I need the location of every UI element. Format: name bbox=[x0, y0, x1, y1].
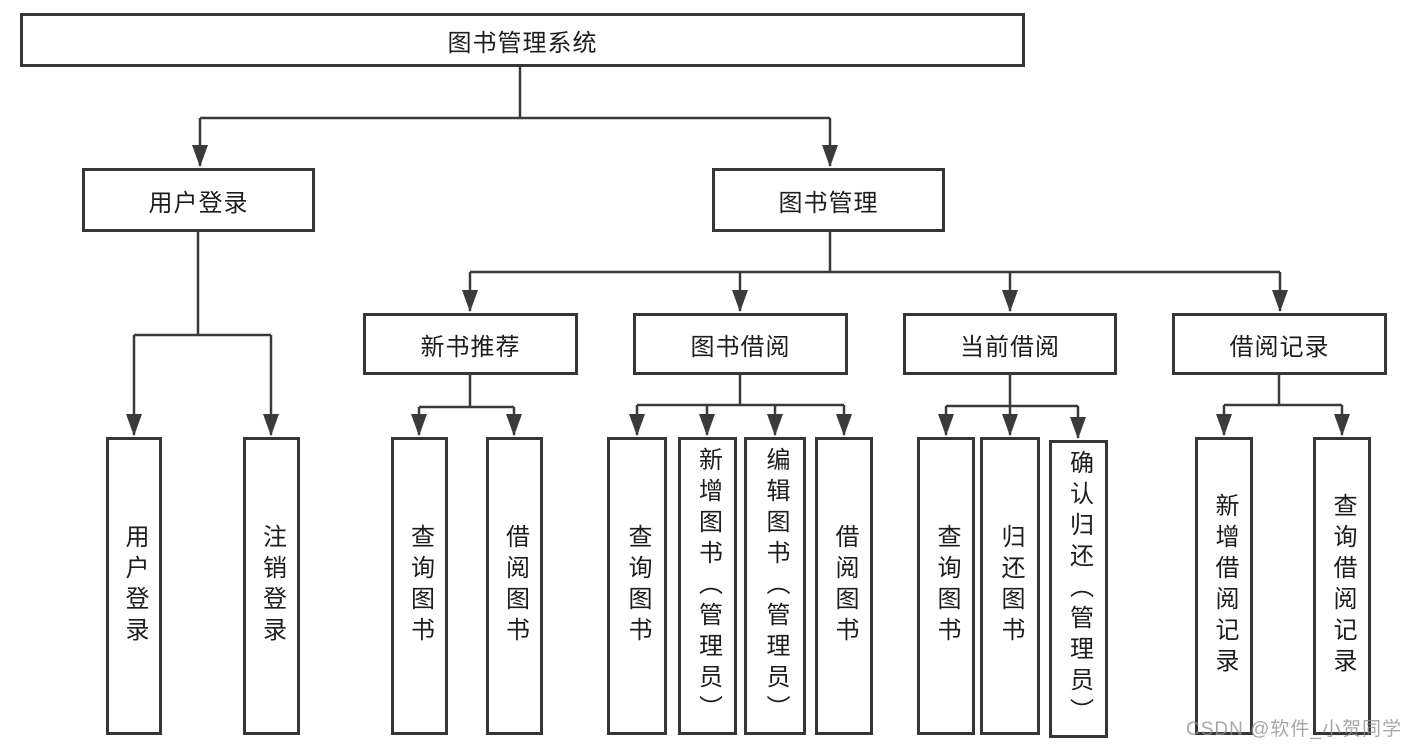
connector-records bbox=[1224, 375, 1342, 407]
node-user-login: 用户登录 bbox=[82, 168, 315, 232]
leaf-current-query-label: 查询图书 bbox=[933, 524, 960, 648]
leaf-current-query: 查询图书 bbox=[917, 437, 975, 735]
connector-new-books bbox=[419, 375, 514, 409]
leaf-borrow-borrow-label: 借阅图书 bbox=[831, 524, 858, 648]
node-book-mgmt: 图书管理 bbox=[712, 168, 945, 232]
node-user-login-label: 用户登录 bbox=[148, 189, 249, 217]
leaf-borrow-add-label: 新增图书（管理员） bbox=[694, 446, 722, 726]
leaf-newbooks-borrow: 借阅图书 bbox=[486, 437, 543, 735]
leaf-user-login: 用户登录 bbox=[106, 437, 162, 735]
node-current-borrow: 当前借阅 bbox=[903, 313, 1117, 375]
leaf-records-query: 查询借阅记录 bbox=[1313, 437, 1371, 735]
connector-user-login bbox=[134, 232, 271, 337]
node-borrow-records: 借阅记录 bbox=[1172, 313, 1387, 375]
leaf-borrow-query: 查询图书 bbox=[607, 437, 667, 735]
node-new-books-label: 新书推荐 bbox=[420, 333, 521, 361]
leaf-user-login-label: 用户登录 bbox=[121, 524, 148, 648]
leaf-borrow-add: 新增图书（管理员） bbox=[678, 437, 737, 735]
connector-current bbox=[946, 375, 1078, 408]
node-book-borrow-label: 图书借阅 bbox=[690, 333, 791, 361]
csdn-watermark: CSDN @软件_小贺同学 bbox=[1186, 719, 1402, 740]
leaf-logout-label: 注销登录 bbox=[258, 524, 286, 648]
leaf-records-query-label: 查询借阅记录 bbox=[1329, 493, 1356, 679]
leaf-logout: 注销登录 bbox=[243, 437, 300, 735]
leaf-current-return-label: 归还图书 bbox=[997, 524, 1024, 648]
node-new-books: 新书推荐 bbox=[363, 313, 578, 375]
leaf-current-confirm-label: 确认归还（管理员） bbox=[1065, 449, 1093, 729]
connector-book-mgmt bbox=[470, 232, 1280, 274]
leaf-borrow-borrow: 借阅图书 bbox=[815, 437, 873, 735]
node-borrow-records-label: 借阅记录 bbox=[1229, 333, 1330, 361]
leaf-borrow-query-label: 查询图书 bbox=[624, 524, 651, 648]
leaf-records-add-label: 新增借阅记录 bbox=[1211, 493, 1238, 679]
leaf-records-add: 新增借阅记录 bbox=[1195, 437, 1253, 735]
node-root: 图书管理系统 bbox=[20, 13, 1025, 67]
leaf-current-confirm: 确认归还（管理员） bbox=[1049, 440, 1108, 738]
leaf-borrow-edit-label: 编辑图书（管理员） bbox=[762, 446, 789, 726]
leaf-current-return: 归还图书 bbox=[980, 437, 1040, 735]
node-book-borrow: 图书借阅 bbox=[633, 313, 848, 375]
node-book-mgmt-label: 图书管理 bbox=[778, 189, 879, 217]
leaf-newbooks-borrow-label: 借阅图书 bbox=[501, 524, 529, 648]
connector-borrow bbox=[637, 375, 844, 407]
leaf-newbooks-query: 查询图书 bbox=[391, 437, 448, 735]
node-root-label: 图书管理系统 bbox=[447, 29, 598, 57]
connector-root bbox=[200, 67, 830, 120]
node-current-borrow-label: 当前借阅 bbox=[960, 333, 1060, 361]
leaf-borrow-edit: 编辑图书（管理员） bbox=[744, 437, 806, 735]
leaf-newbooks-query-label: 查询图书 bbox=[406, 524, 434, 648]
